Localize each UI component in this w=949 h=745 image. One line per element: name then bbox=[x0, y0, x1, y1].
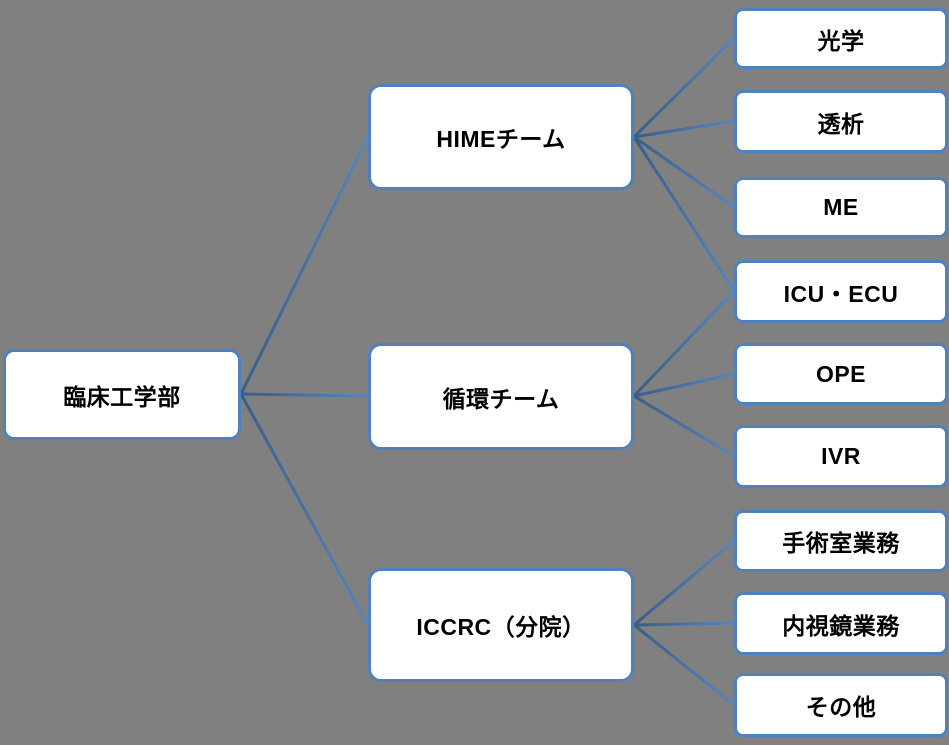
connector-root-to-junkan-team bbox=[239, 392, 370, 398]
connector-hime-to-icu-ecu bbox=[632, 135, 736, 293]
node-label: 手術室業務 bbox=[782, 530, 900, 556]
connector-iccrc-to-operating-room bbox=[632, 539, 736, 627]
node-label: その他 bbox=[805, 694, 877, 720]
node-junkan-team: 循環チーム bbox=[368, 343, 634, 450]
node-clinical-engineering-dept: 臨床工学部 bbox=[3, 349, 241, 440]
node-hime-team: HIMEチーム bbox=[368, 84, 634, 190]
connector-root-to-hime-team bbox=[239, 135, 370, 396]
leaf-others: その他 bbox=[734, 673, 948, 737]
node-label: OPE bbox=[815, 360, 867, 387]
node-label: 光学 bbox=[817, 27, 865, 54]
leaf-ivr: IVR bbox=[734, 425, 948, 488]
connector-junkan-to-icu-ecu bbox=[632, 289, 736, 398]
connector-hime-to-dialysis bbox=[632, 119, 736, 139]
node-label: HIMEチーム bbox=[436, 126, 566, 152]
node-label: 循環チーム bbox=[442, 385, 560, 412]
node-label: IVR bbox=[821, 443, 861, 469]
connector-hime-to-me bbox=[632, 135, 736, 209]
node-label: ME bbox=[823, 194, 859, 220]
leaf-icu-ecu: ICU・ECU bbox=[734, 260, 948, 323]
connector-junkan-to-ivr bbox=[632, 394, 736, 458]
connector-junkan-to-ope bbox=[632, 372, 736, 398]
leaf-me: ME bbox=[734, 177, 948, 238]
node-label: ICCRC（分院） bbox=[416, 614, 586, 640]
leaf-operating-room-duty: 手術室業務 bbox=[734, 510, 948, 572]
connector-hime-to-optics bbox=[632, 36, 736, 139]
leaf-endoscopy-duty: 内視鏡業務 bbox=[734, 592, 948, 655]
node-label: 内視鏡業務 bbox=[782, 612, 900, 639]
node-label: ICU・ECU bbox=[783, 280, 899, 307]
node-label: 臨床工学部 bbox=[63, 383, 181, 410]
connector-iccrc-to-endoscopy bbox=[632, 621, 736, 627]
node-iccrc-branch: ICCRC（分院） bbox=[368, 568, 634, 682]
connector-root-to-iccrc bbox=[239, 392, 370, 627]
leaf-dialysis: 透析 bbox=[734, 90, 948, 153]
leaf-optics: 光学 bbox=[734, 8, 948, 69]
node-label: 透析 bbox=[817, 110, 865, 137]
leaf-ope: OPE bbox=[734, 343, 948, 405]
connector-iccrc-to-others bbox=[632, 623, 736, 707]
